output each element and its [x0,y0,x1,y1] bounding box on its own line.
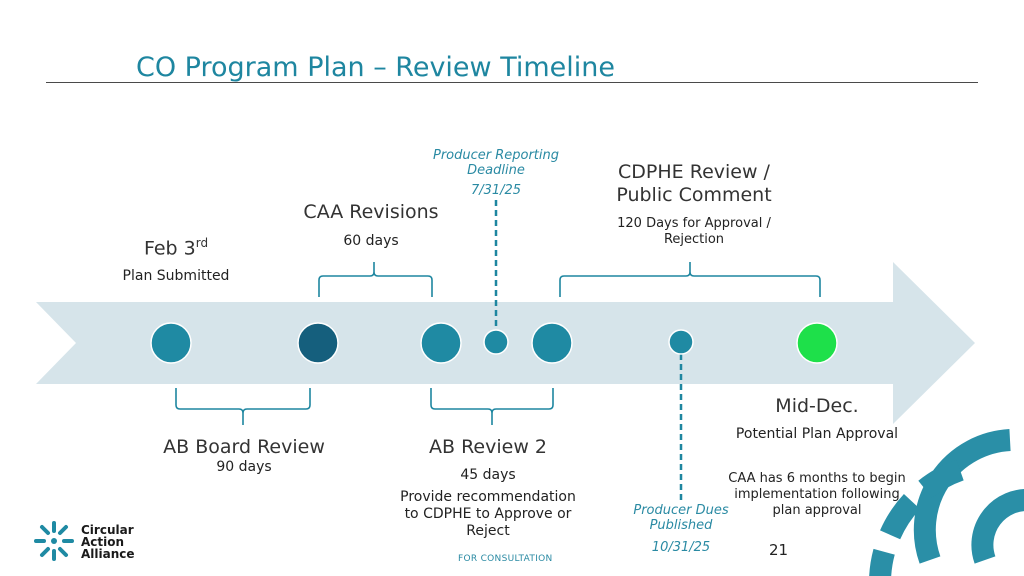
ab-review-2-desc-3: Reject [466,523,510,539]
mid-dec-note-1: CAA has 6 months to begin [728,471,906,486]
feb3-caption: Plan Submitted [122,268,230,284]
mid-dec-note-2: implementation following [734,487,900,502]
title-divider [46,82,978,83]
logo-line-3: Alliance [81,547,135,561]
feb3-date: Feb 3 [143,237,196,260]
logo-mark [34,521,74,561]
ab-board-review-bracket [175,388,311,425]
logo: Circular Action Alliance [81,524,135,560]
caa-revisions-duration: 60 days [343,233,399,249]
producer-reporting-label-1: Producer Reporting [432,148,560,163]
logo-line-1: Circular [81,523,134,537]
cdphe-review-bracket [559,262,821,297]
producer-dues-label-2: Published [649,518,713,533]
ab-review-2-desc-2: to CDPHE to Approve or [404,506,572,522]
mid-dec-note-3: plan approval [772,503,862,518]
node-producer-dues [668,329,694,355]
consultation-label: FOR CONSULTATION [458,554,553,564]
node-plan-submitted [150,322,192,364]
decorative-swirl [869,429,1024,576]
node-producer-reporting [483,329,509,355]
feb3-date-suffix: rd [195,236,209,250]
ab-board-review-duration: 90 days [216,459,272,475]
ab-review-2-desc-1: Provide recommendation [400,489,576,505]
page-title: CO Program Plan – Review Timeline [136,52,616,83]
cdphe-review-desc-2: Rejection [663,232,725,247]
caa-revisions-heading: CAA Revisions [303,201,439,223]
ab-review-2-heading: AB Review 2 [429,436,547,458]
cdphe-review-desc-1: 120 Days for Approval / [617,216,771,231]
node-cdphe-review [531,322,573,364]
node-caa-revisions [297,322,339,364]
producer-reporting-label-2: Deadline [467,163,525,178]
ab-board-review-heading: AB Board Review [163,436,325,458]
mid-dec-caption: Potential Plan Approval [735,426,899,442]
node-ab-review-2-start [420,322,462,364]
node-mid-dec-approval [796,322,838,364]
ab-review-2-bracket [430,388,554,425]
feb3-heading: Feb 3rd [144,236,208,259]
mid-dec-heading: Mid-Dec. [775,395,859,417]
ab-review-2-duration: 45 days [460,467,516,483]
producer-dues-date: 10/31/25 [651,540,711,555]
cdphe-review-heading-2: Public Comment [616,184,772,206]
caa-revisions-bracket [318,262,433,297]
cdphe-review-heading-1: CDPHE Review / [618,161,770,183]
page-number: 21 [769,541,789,559]
producer-reporting-date: 7/31/25 [470,183,522,198]
logo-line-2: Action [81,535,125,549]
producer-dues-label-1: Producer Dues [633,503,729,518]
